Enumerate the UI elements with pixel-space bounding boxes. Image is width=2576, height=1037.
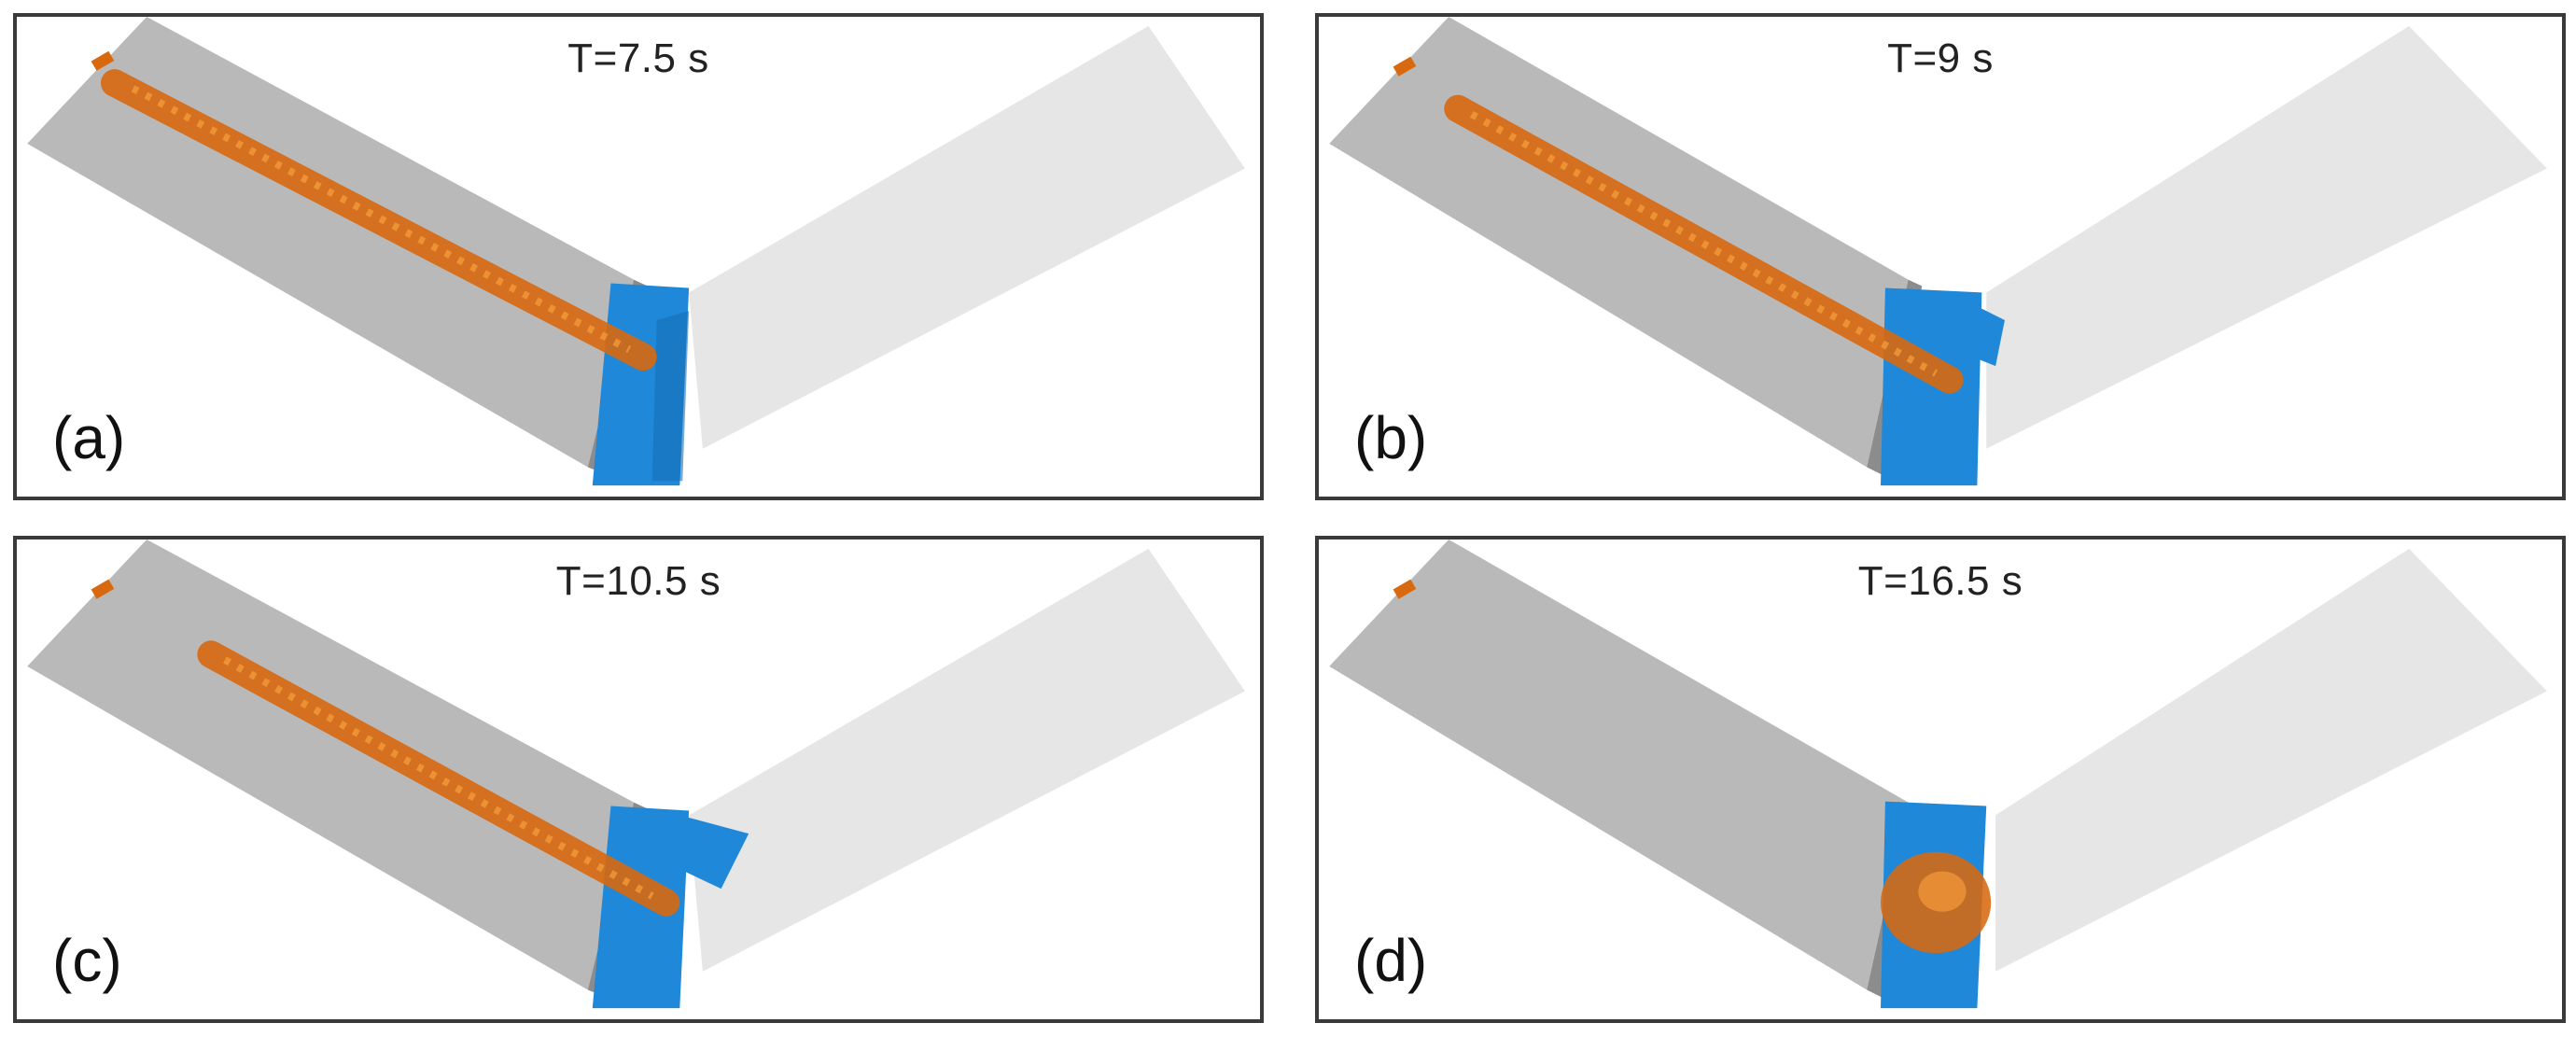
- left-slope: [27, 540, 635, 990]
- water-splash: [679, 815, 749, 890]
- left-slope: [1329, 17, 1909, 468]
- panel-c: T=10.5 s (c): [13, 536, 1264, 1023]
- particle-stream-highlight: [1469, 110, 1938, 377]
- panel-d: T=16.5 s (d): [1315, 536, 2566, 1023]
- particle-source: [1393, 56, 1417, 77]
- particle-stream: [100, 69, 657, 371]
- water-channel: [592, 806, 690, 1009]
- time-label: T=9 s: [1887, 35, 1994, 81]
- time-label: T=10.5 s: [555, 558, 721, 604]
- time-label: T=16.5 s: [1857, 558, 2023, 604]
- right-slope: [689, 25, 1245, 449]
- panel-label: (c): [52, 927, 122, 994]
- particle-source: [1393, 579, 1417, 599]
- particle-stream-highlight: [131, 85, 631, 353]
- particle-cluster-highlight: [1918, 871, 1967, 912]
- simulation-view-d: [1329, 540, 2547, 1009]
- simulation-view-a: [27, 17, 1245, 486]
- panel-label: (d): [1354, 927, 1428, 994]
- time-label: T=7.5 s: [567, 35, 709, 81]
- right-slope: [689, 548, 1245, 972]
- right-slope: [1986, 25, 2547, 449]
- left-slope: [1329, 540, 1909, 990]
- simulation-view-b: [1329, 17, 2547, 486]
- right-slope: [1995, 548, 2547, 972]
- water-channel: [1880, 287, 1982, 486]
- simulation-view-c: [27, 540, 1245, 1009]
- particle-source: [91, 50, 115, 71]
- water-shadow: [651, 311, 690, 482]
- panel-label: (b): [1354, 404, 1428, 471]
- water-splash: [1967, 301, 2005, 367]
- particle-source: [91, 579, 115, 599]
- panel-a: T=7.5 s (a): [13, 13, 1264, 500]
- panel-label: (a): [52, 404, 126, 471]
- panel-b: T=9 s (b): [1315, 13, 2566, 500]
